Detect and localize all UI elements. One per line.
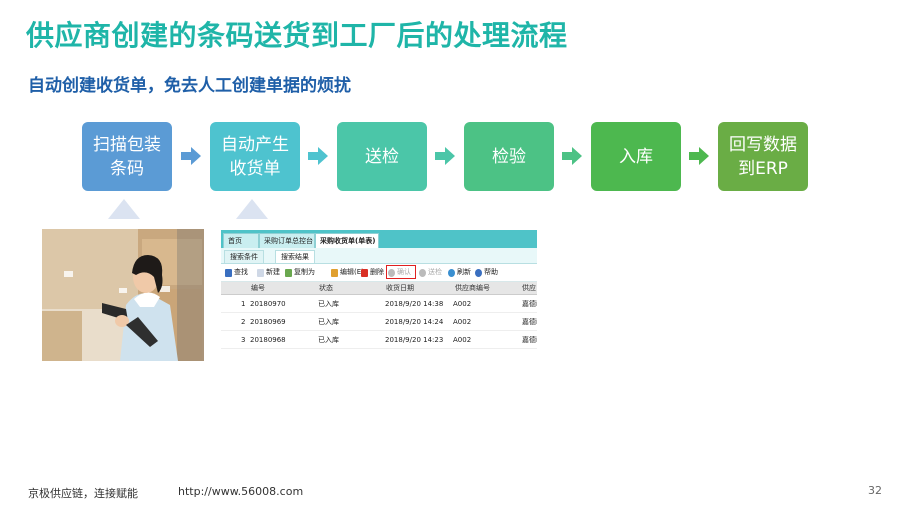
toolbar-button-label: 帮助: [484, 268, 498, 276]
cell-code: 20180968: [250, 335, 286, 344]
flow-step-warehousing: 入库: [591, 122, 681, 191]
cell-idx: 3: [241, 335, 246, 344]
flow-step-write-back-erp: 回写数据 到ERP: [718, 122, 808, 191]
footer-slogan: 京极供应链，连接赋能: [28, 487, 138, 500]
cell-status: 已入库: [318, 335, 339, 344]
col-header-supplier-code[interactable]: 供应商编号: [455, 284, 490, 292]
toolbar-button-label: 编辑(E): [340, 268, 364, 276]
flow-arrow-icon: [689, 147, 709, 165]
toolbar-button-label: 查找: [234, 268, 248, 276]
col-header-code[interactable]: 编号: [251, 284, 265, 292]
receipt-table: 编号 状态 收货日期 供应商编号 供应 1 20180970 已入库 2018/9/2…: [221, 282, 537, 349]
cell-code: 20180970: [250, 299, 286, 308]
inspect-icon: [419, 268, 426, 277]
cell-supplier: A002: [453, 335, 472, 344]
toolbar-button-label: 删除: [370, 268, 384, 276]
cell-date: 2018/9/20 14:23: [385, 335, 444, 344]
toolbar-help-button[interactable]: 帮助: [475, 267, 498, 278]
tab-home[interactable]: 首页: [223, 233, 259, 248]
delete-icon: [361, 268, 368, 277]
scan-pointer-triangle: [108, 199, 140, 219]
confirm-icon: [388, 268, 395, 277]
cell-idx: 1: [241, 299, 246, 308]
toolbar-button-label: 复制为: [294, 268, 315, 276]
purchase-receipt-app: 首页 采购订单总控台 采购收货单(单表) 搜索条件 搜索结果 查找 新建 复制为 编辑…: [221, 230, 537, 360]
toolbar-button-label: 送检: [428, 268, 442, 276]
toolbar-button-label: 刷新: [457, 268, 471, 276]
cell-extra: 嘉德i: [522, 317, 537, 326]
copy-icon: [285, 268, 292, 277]
subtab-search-conditions[interactable]: 搜索条件: [224, 250, 264, 263]
warehouse-worker-photo: [42, 229, 204, 361]
flow-arrow-icon: [562, 147, 582, 165]
cell-supplier: A002: [453, 299, 472, 308]
barcode-scanning-photo-illustration: [42, 229, 204, 361]
toolbar-button-label: 确认: [397, 268, 411, 276]
cell-code: 20180969: [250, 317, 286, 326]
app-toolbar: 查找 新建 复制为 编辑(E) 删除 确认 送检 刷新 帮助: [221, 264, 537, 282]
tab-purchase-order-console[interactable]: 采购订单总控台: [259, 233, 315, 248]
toolbar-delete-button[interactable]: 删除: [361, 267, 384, 278]
flow-arrow-icon: [181, 147, 201, 165]
toolbar-confirm-button[interactable]: 确认: [388, 267, 411, 278]
help-icon: [475, 268, 482, 277]
subtab-search-results[interactable]: 搜索结果: [275, 250, 315, 263]
col-header-supplier[interactable]: 供应: [522, 284, 536, 292]
col-header-date[interactable]: 收货日期: [386, 284, 414, 292]
toolbar-refresh-button[interactable]: 刷新: [448, 267, 471, 278]
toolbar-search-button[interactable]: 查找: [225, 267, 248, 278]
cell-extra: 嘉德i: [522, 299, 537, 308]
refresh-icon: [448, 268, 455, 277]
flow-arrow-icon: [435, 147, 455, 165]
col-header-status[interactable]: 状态: [319, 284, 333, 292]
flow-step-send-inspection: 送检: [337, 122, 427, 191]
slide-title: 供应商创建的条码送货到工厂后的处理流程: [26, 19, 568, 52]
slide-subtitle: 自动创建收货单，免去人工创建单据的烦扰: [28, 76, 351, 96]
flow-step-auto-create-receipt: 自动产生 收货单: [210, 122, 300, 191]
edit-icon: [331, 268, 338, 277]
cell-idx: 2: [241, 317, 246, 326]
cell-status: 已入库: [318, 299, 339, 308]
footer-url[interactable]: http://www.56008.com: [178, 485, 304, 498]
confirm-highlight-box: [386, 265, 416, 279]
new-doc-icon: [257, 268, 264, 277]
cell-supplier: A002: [453, 317, 472, 326]
cell-date: 2018/9/20 14:38: [385, 299, 444, 308]
toolbar-edit-button[interactable]: 编辑(E): [331, 267, 364, 278]
flow-arrow-icon: [308, 147, 328, 165]
tab-purchase-receipt[interactable]: 采购收货单(单表): [315, 233, 379, 248]
cell-extra: 嘉德i: [522, 335, 537, 344]
table-header: 编号 状态 收货日期 供应商编号 供应: [221, 282, 537, 295]
page-number: 32: [868, 484, 882, 497]
receipt-pointer-triangle: [236, 199, 268, 219]
toolbar-button-label: 新建: [266, 268, 280, 276]
toolbar-copy-as-button[interactable]: 复制为: [285, 267, 315, 278]
cell-status: 已入库: [318, 317, 339, 326]
flow-step-inspection: 检验: [464, 122, 554, 191]
table-row[interactable]: 2 20180969 已入库 2018/9/20 14:24 A002 嘉德i: [221, 313, 537, 331]
table-row[interactable]: 3 20180968 已入库 2018/9/20 14:23 A002 嘉德i: [221, 331, 537, 349]
table-row[interactable]: 1 20180970 已入库 2018/9/20 14:38 A002 嘉德i: [221, 295, 537, 313]
app-subtab-bar: 搜索条件 搜索结果: [221, 248, 537, 264]
toolbar-new-button[interactable]: 新建: [257, 267, 280, 278]
app-tab-bar: 首页 采购订单总控台 采购收货单(单表): [221, 230, 537, 248]
flow-step-scan-barcode: 扫描包装 条码: [82, 122, 172, 191]
cell-date: 2018/9/20 14:24: [385, 317, 444, 326]
binoculars-icon: [225, 268, 232, 277]
toolbar-send-inspection-button[interactable]: 送检: [419, 267, 442, 278]
